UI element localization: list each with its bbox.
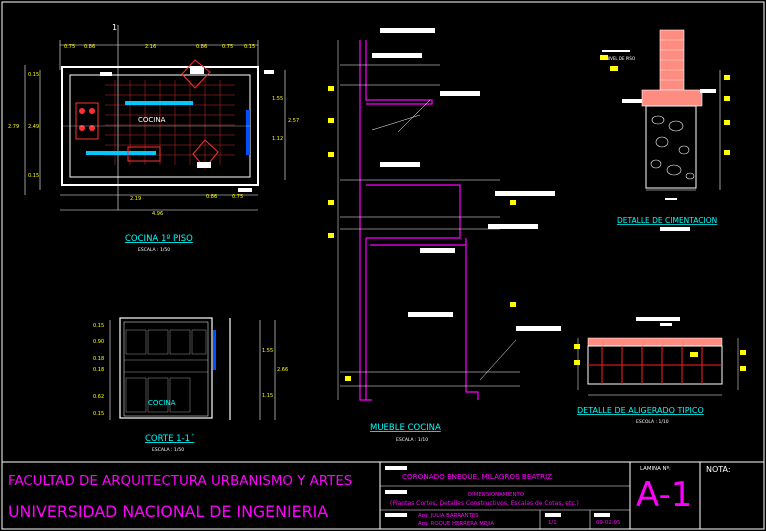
- plan-dim-right-outer: 2.57: [288, 118, 299, 124]
- aligerado-detail: [574, 317, 746, 396]
- mueble-title: MUEBLE COCINA: [370, 423, 441, 433]
- plan-dim-bottom-2: 0.75: [232, 194, 243, 200]
- university-name: UNIVERSIDAD NACIONAL DE INGENIERIA: [8, 502, 329, 521]
- lamina-label: LAMINA Nº:: [640, 466, 671, 472]
- cimentacion-floor-label: NIVEL DE PISO: [606, 56, 635, 61]
- cimentacion-detail: NIVEL DE PISO: [600, 29, 730, 200]
- corte-room-label: COCINA: [148, 399, 176, 407]
- mueble-scale: ESCALA : 1/10: [396, 437, 428, 443]
- corte-dim-left-2: 0.18: [93, 356, 104, 362]
- plan-room-label: COCINA: [138, 116, 166, 124]
- corte-dim-left-0: 0.15: [93, 323, 104, 329]
- corte-scale: ESCALA : 1/50: [152, 447, 184, 453]
- subject-detail: (Plantas Cortes, Detalles Constructivos,…: [390, 500, 579, 507]
- plan-dim-bottom-total: 4.96: [152, 211, 163, 217]
- plan-dim-left-small-top: 0.15: [28, 72, 39, 78]
- corte-dim-right-0: 1.55: [262, 348, 273, 354]
- corte-section: COCINA 0.15 0.90 0.18 0.18 0.62 0.15 1.5…: [93, 317, 288, 420]
- plan-dim-top-5: 0.15: [244, 44, 255, 50]
- student-name: CORONADO ENEQUE, MILAGROS BEATRIZ: [402, 472, 553, 481]
- corte-dim-left-5: 0.15: [93, 411, 104, 417]
- aligerado-title: DETALLE DE ALIGERADO TIPICO: [577, 406, 704, 415]
- sheet-date: 09-02-05: [596, 520, 621, 526]
- sheet-count: 1/1: [548, 520, 557, 526]
- plan-dim-top-0: 0.75: [64, 44, 75, 50]
- title-block: [2, 461, 764, 529]
- plan-dim-top-1: 0.86: [84, 44, 95, 50]
- plan-dim-left-inner: 2.49: [28, 124, 39, 130]
- corte-dim-left-3: 0.18: [93, 367, 104, 373]
- plan-cut-mark: 1: [112, 23, 117, 32]
- plan-dim-right-0: 1.55: [272, 96, 283, 102]
- plan-dim-left-outer: 2.79: [8, 124, 19, 130]
- corte-title: CORTE 1-1´: [145, 433, 194, 444]
- corte-dim-right-1: 1.15: [262, 393, 273, 399]
- cocina-plan-title: COCINA 1º PISO: [125, 234, 193, 244]
- plan-dim-top-3: 0.86: [196, 44, 207, 50]
- subject-title: DIMENSIONAMIENTO: [468, 492, 525, 498]
- plan-dim-bottom-0: 2.19: [130, 196, 141, 202]
- teacher-1: Arq. JULIA BARRANTES: [418, 513, 479, 519]
- teacher-2: Arq. ROQUE HERRERA MEJIA: [418, 521, 495, 527]
- stove-icon: [75, 102, 99, 140]
- aligerado-scale: ESCOLA : 1/10: [636, 419, 669, 425]
- plan-dim-right-1: 1.12: [272, 136, 283, 142]
- corte-dim-left-4: 0.62: [93, 394, 104, 400]
- corte-dim-left-1: 0.90: [93, 339, 104, 345]
- plan-dim-bottom-1: 0.86: [206, 194, 217, 200]
- cimentacion-title: DETALLE DE CIMENTACION: [617, 216, 717, 225]
- plan-dim-top-2: 2.16: [145, 44, 156, 50]
- faculty-name: FACULTAD DE ARQUITECTURA URBANISMO Y ART…: [8, 474, 353, 489]
- plan-dim-left-small-bottom: 0.15: [28, 173, 39, 179]
- lamina-number: A-1: [636, 475, 693, 515]
- cocina-plan-scale: ESCALA : 1/50: [138, 247, 170, 253]
- nota-label: NOTA:: [706, 465, 731, 474]
- mueble-detail: [328, 28, 561, 401]
- corte-dim-right-outer: 2.66: [277, 367, 288, 373]
- plan-dim-top-4: 0.75: [222, 44, 233, 50]
- cocina-plan: 1 0.75 0.86 2.16 0.86 0.75 0.15 2.79 2.4…: [8, 23, 299, 217]
